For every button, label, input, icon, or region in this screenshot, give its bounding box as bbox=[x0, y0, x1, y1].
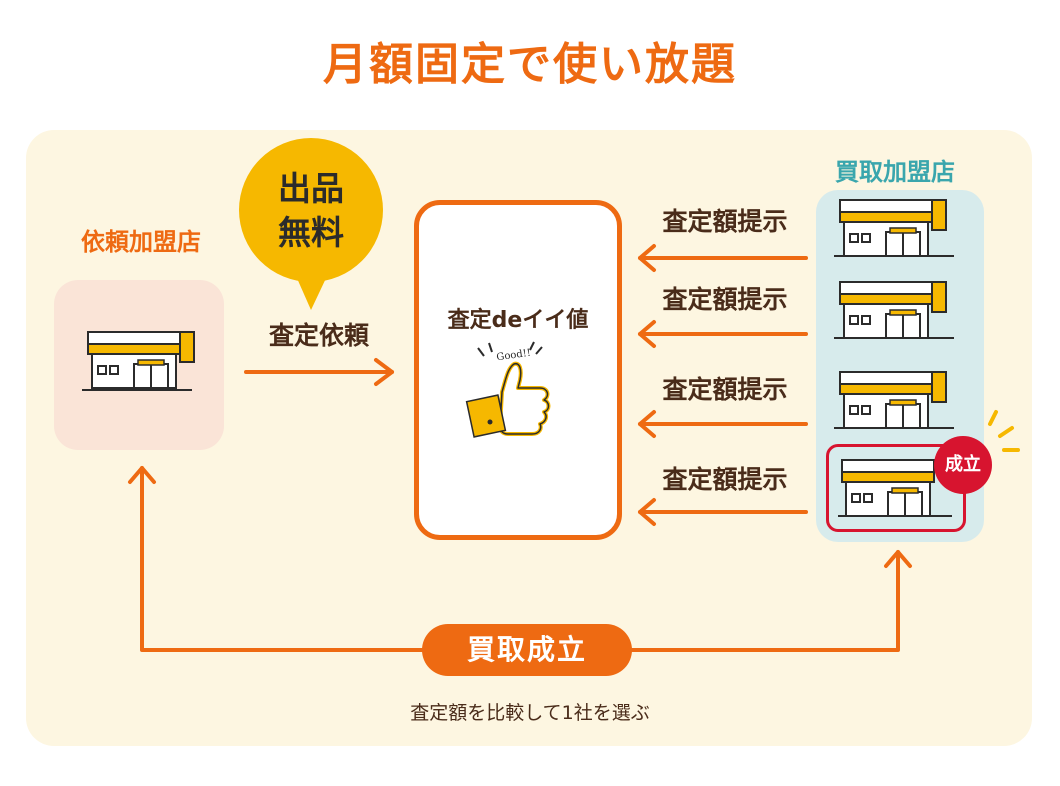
bubble-line-2: 無料 bbox=[278, 213, 344, 252]
app-name: 査定deイイ値 bbox=[447, 308, 589, 333]
bubble-line-1: 出品 bbox=[278, 169, 344, 208]
success-badge: 成立 bbox=[934, 436, 992, 494]
caption: 査定額を比較して1社を選ぶ bbox=[410, 702, 650, 724]
quote-label-4: 査定額提示 bbox=[662, 465, 788, 494]
buyer-store-icon-3 bbox=[834, 371, 954, 429]
buyer-store-icon-2 bbox=[834, 281, 954, 339]
buyer-store-icon-1 bbox=[834, 199, 954, 257]
client-store-icon bbox=[82, 331, 195, 391]
quote-label-1: 査定額提示 bbox=[662, 207, 788, 236]
buyer-stores-label: 買取加盟店 bbox=[835, 158, 955, 186]
client-store-label: 依頼加盟店 bbox=[81, 228, 201, 256]
quote-label-3: 査定額提示 bbox=[662, 375, 788, 404]
free-listing-bubble: 出品 無料 bbox=[239, 138, 383, 310]
buyer-store-icon-4 bbox=[838, 459, 952, 517]
smartphone-frame bbox=[414, 200, 622, 540]
request-label: 査定依頼 bbox=[268, 321, 369, 350]
page-title: 月額固定で使い放題 bbox=[323, 39, 737, 90]
purchase-success-pill: 買取成立 bbox=[422, 624, 632, 676]
thumbs-up-icon: Good!! bbox=[465, 341, 551, 438]
thumb-caption: Good!! bbox=[496, 348, 532, 364]
quote-label-2: 査定額提示 bbox=[662, 285, 788, 314]
